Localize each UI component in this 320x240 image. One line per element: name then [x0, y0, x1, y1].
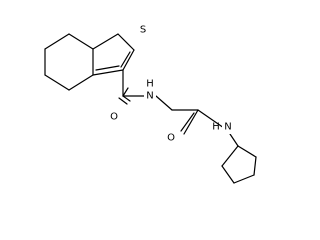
- bond: [183, 109, 199, 135]
- bond: [229, 133, 239, 147]
- atom-label-hydrogen: H: [212, 122, 220, 133]
- bond: [237, 145, 257, 158]
- molecule-structure: S O N H O N H: [44, 24, 257, 184]
- bond: [44, 74, 70, 91]
- bond: [221, 165, 235, 184]
- bond: [122, 49, 135, 71]
- bond: [180, 112, 195, 132]
- bond: [118, 97, 128, 105]
- atom-label-nitrogen: N: [146, 91, 153, 102]
- bonds: [44, 33, 257, 184]
- atom-label-sulfur: S: [140, 25, 146, 36]
- bond: [92, 69, 124, 76]
- bond: [233, 174, 255, 184]
- bond: [122, 95, 131, 102]
- bond: [197, 109, 225, 129]
- atom-labels: S O N H O N H: [108, 24, 234, 144]
- bond: [221, 145, 239, 167]
- atom-label-nitrogen: N: [224, 122, 231, 133]
- atom-label-hydrogen: H: [146, 79, 154, 90]
- bond: [68, 33, 94, 50]
- bond: [155, 95, 173, 111]
- bond: [122, 87, 129, 97]
- bond: [44, 33, 70, 50]
- atom-label-oxygen: O: [167, 133, 175, 144]
- bond: [92, 33, 119, 50]
- bond: [117, 33, 135, 51]
- bond: [253, 156, 257, 176]
- bond: [120, 51, 131, 68]
- bond: [68, 74, 94, 91]
- bond: [95, 65, 120, 71]
- atom-label-oxygen: O: [110, 112, 118, 123]
